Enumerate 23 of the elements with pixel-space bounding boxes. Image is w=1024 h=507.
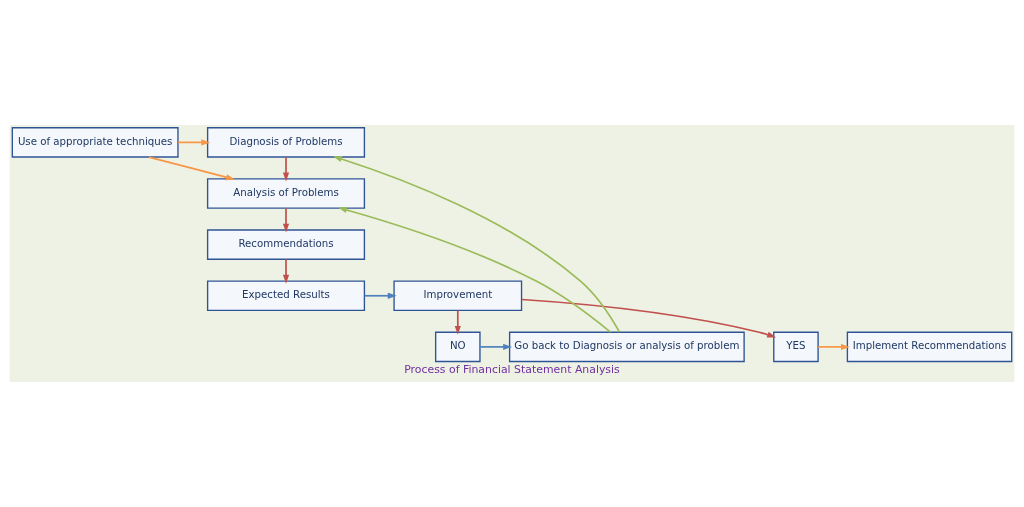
node-box: NO <box>434 331 481 363</box>
arrow <box>282 258 290 284</box>
node-box: Recommendations <box>206 229 366 260</box>
node-box: Improvement <box>393 280 523 312</box>
node-box: YES <box>773 331 819 363</box>
arrow <box>363 292 397 299</box>
arrow <box>282 207 290 233</box>
arrow <box>817 343 850 350</box>
arrow <box>479 343 513 350</box>
arrow <box>338 206 612 334</box>
arrow <box>177 139 211 146</box>
node-box: Analysis of Problems <box>206 178 366 209</box>
arrow <box>333 156 621 333</box>
node-box: Implement Recommendations <box>846 331 1013 363</box>
node-box: Expected Results <box>206 280 366 312</box>
node-box: Diagnosis of Problems <box>206 127 366 158</box>
arrow <box>520 298 777 338</box>
caption: Process of Financial Statement Analysis <box>404 363 620 376</box>
arrow <box>454 309 461 335</box>
arrow <box>282 156 290 182</box>
node-box: Use of appropriate techniques <box>11 127 179 158</box>
arrow <box>147 156 235 181</box>
node-box: Go back to Diagnosis or analysis of problem <box>508 331 745 363</box>
